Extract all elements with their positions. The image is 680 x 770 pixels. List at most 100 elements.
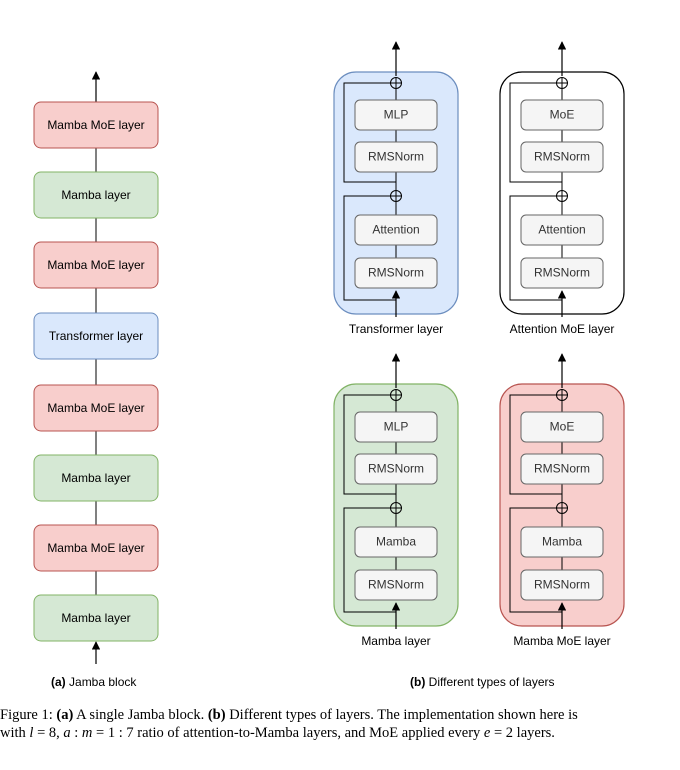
stack-layer-box [33, 384, 159, 432]
panel-block-label: RMSNorm [534, 150, 590, 164]
panel-block-box [520, 453, 604, 485]
caption-a-text: A single Jamba block. [76, 707, 205, 723]
figure-caption: Figure 1: (a) A single Jamba block. (b) … [0, 706, 680, 742]
panel-block-box [520, 526, 604, 558]
stack-layer-box [33, 101, 159, 149]
panel-block-box [520, 141, 604, 173]
stack-layer-box [33, 241, 159, 289]
panel-block-label: RMSNorm [368, 150, 424, 164]
caption-a-var: a [63, 725, 71, 741]
caption-e-var: e [483, 725, 491, 741]
subcaption-b: (b) Different types of layers [410, 675, 555, 689]
sum-icon [556, 389, 568, 401]
panel-residual-bottom [343, 507, 396, 613]
panel-block-box [354, 453, 438, 485]
caption-e-val: = 2 [493, 725, 514, 741]
panel-block-label: MLP [384, 420, 409, 434]
stack-layer-mamba: Mamba layer [33, 594, 159, 642]
stack-layer-mamba: Mamba layer [33, 454, 159, 502]
panel-residual-top [343, 394, 396, 495]
panel-block-box [520, 257, 604, 289]
sum-icon [556, 190, 568, 202]
subcaption-a-tag: (a) [51, 675, 66, 689]
stack-layer-label: Mamba MoE layer [47, 258, 144, 272]
stack-layer-box [33, 524, 159, 572]
sum-icon [556, 77, 568, 89]
panel-top-norm: RMSNorm [520, 141, 604, 173]
sum-icon [390, 389, 402, 401]
caption-mid: ratio of attention-to-Mamba layers, and … [137, 725, 481, 741]
panel-block-label: Mamba [376, 535, 416, 549]
caption-a-tag: (a) [56, 707, 74, 723]
caption-l-val: = 8, [37, 725, 60, 741]
caption-ratio-val: = 1 : 7 [96, 725, 134, 741]
stack-layer-mamba: Mamba layer [33, 171, 159, 219]
panel-block-label: RMSNorm [534, 462, 590, 476]
stack-layer-transformer: Transformer layer [33, 312, 159, 360]
panel-top-block: MLP [354, 411, 438, 443]
panel-top-block: MLP [354, 99, 438, 131]
panel-block-label: RMSNorm [534, 266, 590, 280]
caption-m-var: m [81, 725, 93, 741]
panel-bottom-norm: RMSNorm [520, 257, 604, 289]
caption-line-1: Figure 1: (a) A single Jamba block. (b) … [0, 706, 680, 724]
panel-block-box [354, 214, 438, 246]
panel-block-box [354, 141, 438, 173]
stack-layer-moe: Mamba MoE layer [33, 524, 159, 572]
panel-block-label: RMSNorm [368, 266, 424, 280]
panel-bottom-block: Attention [354, 214, 438, 246]
panel-residual-top [343, 82, 396, 183]
caption-l-var: l [29, 725, 34, 741]
panel-block-box [354, 257, 438, 289]
panel-top-norm: RMSNorm [354, 141, 438, 173]
panel-bottom-block: Attention [520, 214, 604, 246]
panel-block-box [354, 411, 438, 443]
panel-title: Attention MoE layer [510, 322, 615, 336]
stack-layer-moe: Mamba MoE layer [33, 101, 159, 149]
subcaption-b-text: Different types of layers [428, 675, 555, 689]
panel-block-label: MoE [550, 420, 575, 434]
sum-icon [390, 502, 402, 514]
panel-block-label: RMSNorm [534, 578, 590, 592]
panel-block-label: Attention [538, 223, 585, 237]
panel-title: Mamba layer [361, 634, 430, 648]
stack-layer-label: Mamba layer [61, 611, 130, 625]
panel-residual-bottom [343, 195, 396, 301]
stack-layer-box [33, 312, 159, 360]
panel-residual-top [509, 394, 562, 495]
panel-residual-bottom [509, 195, 562, 301]
subcaption-a-text: Jamba block [69, 675, 137, 689]
sum-icon [556, 502, 568, 514]
stack-layer-box [33, 594, 159, 642]
panel-block-label: Mamba [542, 535, 582, 549]
subcaption-b-tag: (b) [410, 675, 426, 689]
caption-end: layers. [516, 725, 555, 741]
panel-top-block: MoE [520, 99, 604, 131]
stack-layer-box [33, 454, 159, 502]
panel-bottom-norm: RMSNorm [520, 569, 604, 601]
stack-layer-label: Transformer layer [49, 329, 143, 343]
caption-b-text: Different types of layers. The implement… [229, 707, 578, 723]
stack-layer-label: Mamba layer [61, 471, 130, 485]
panel-top-norm: RMSNorm [520, 453, 604, 485]
caption-with: with [0, 725, 26, 741]
stack-layer-moe: Mamba MoE layer [33, 241, 159, 289]
subcaption-a: (a) Jamba block [51, 675, 136, 689]
sum-icon [390, 190, 402, 202]
panel-block-box [520, 411, 604, 443]
panel-bottom-norm: RMSNorm [354, 257, 438, 289]
panel-block-box [520, 99, 604, 131]
sum-icon [390, 77, 402, 89]
stack-layer-label: Mamba MoE layer [47, 541, 144, 555]
panel-block-box [520, 569, 604, 601]
caption-prefix: Figure 1: [0, 707, 53, 723]
stack-layer-moe: Mamba MoE layer [33, 384, 159, 432]
panel-block-label: RMSNorm [368, 578, 424, 592]
